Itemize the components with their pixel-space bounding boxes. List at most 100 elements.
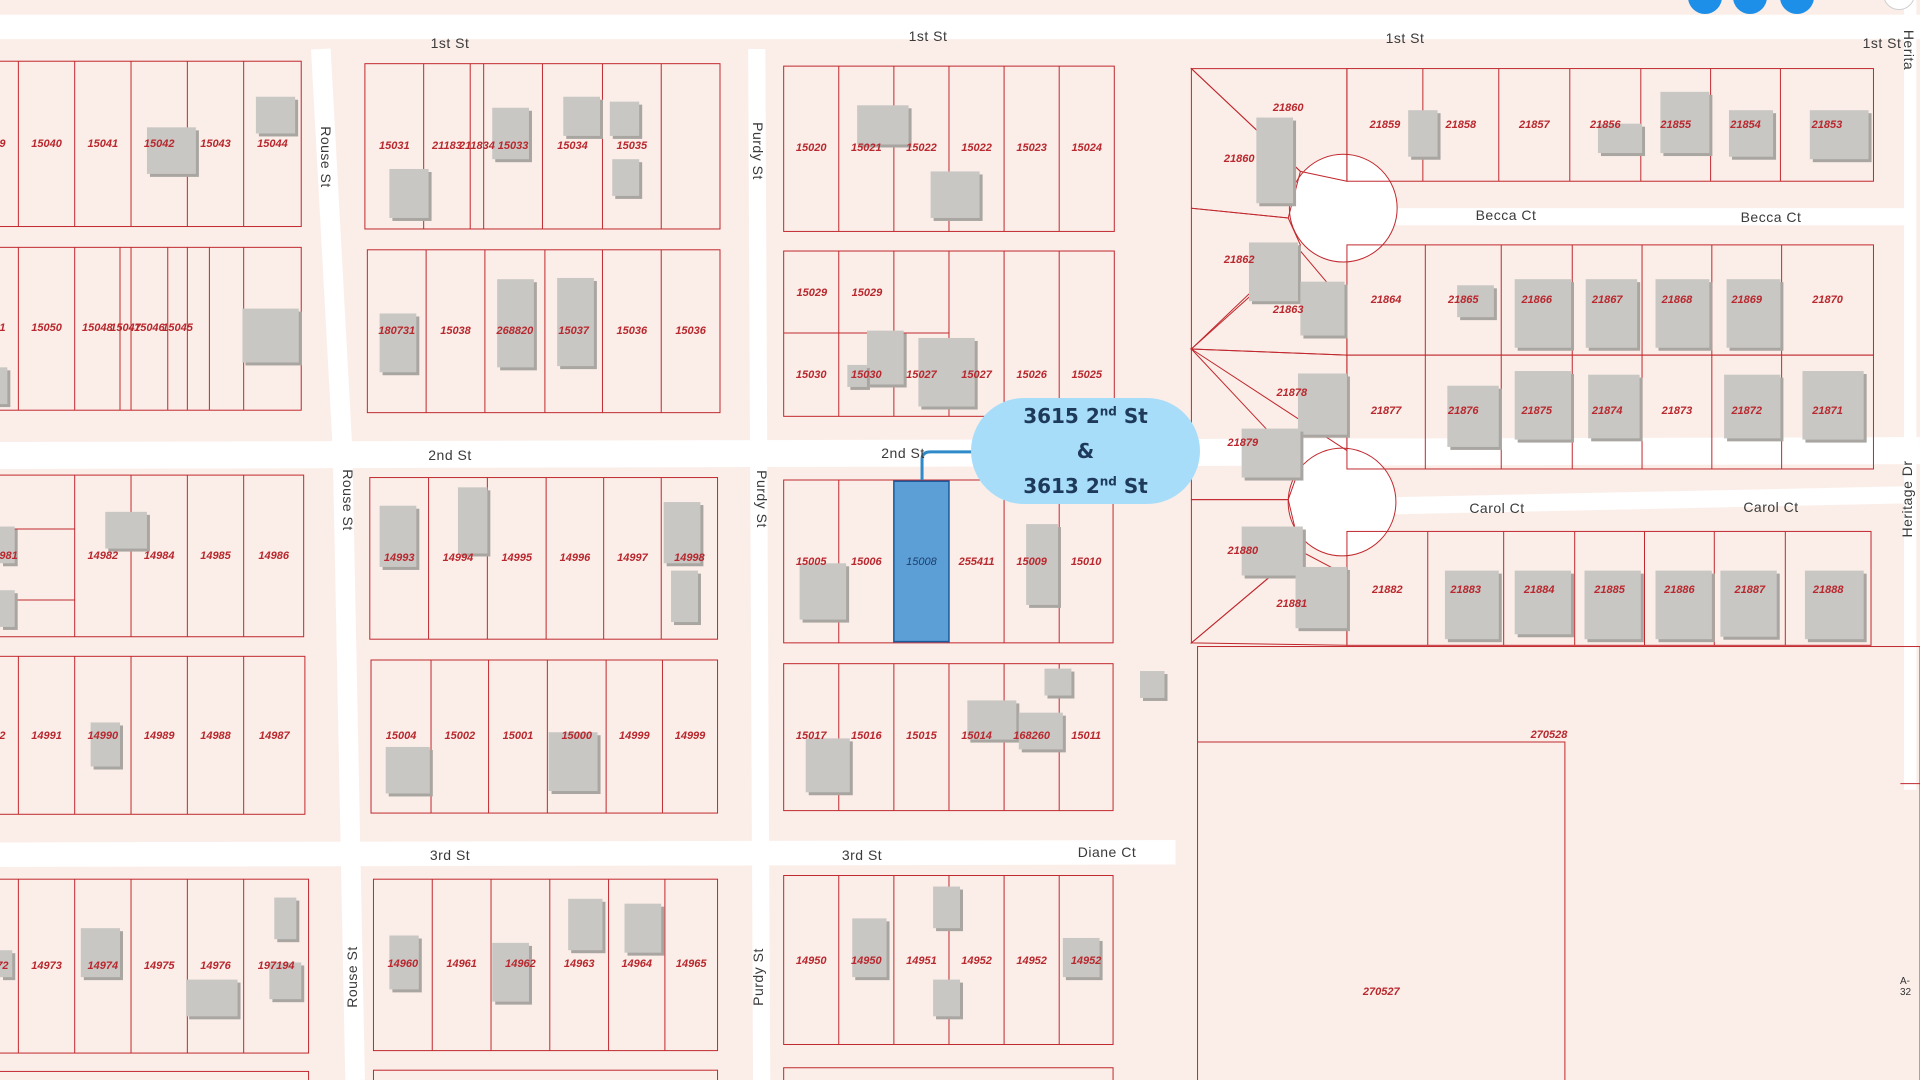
building-footprint bbox=[255, 96, 296, 134]
parcel-label: 15034 bbox=[557, 139, 588, 152]
parcel-label: 15031 bbox=[378, 139, 410, 152]
parcel-label: 15044 bbox=[257, 138, 288, 151]
building-footprint bbox=[379, 505, 417, 567]
building-footprint bbox=[866, 330, 904, 385]
address-callout[interactable]: 3615 2nd St & 3613 2nd St bbox=[971, 398, 1200, 504]
building-footprint bbox=[1256, 117, 1294, 204]
parcel-label: 15022 bbox=[961, 142, 992, 155]
building-footprint bbox=[1655, 570, 1712, 640]
building-footprint bbox=[1457, 285, 1494, 318]
parcel-label: 21873 bbox=[1661, 405, 1693, 418]
parcel-label: 21862 bbox=[1223, 253, 1255, 266]
street-label-rouse-st: Rouse St bbox=[344, 946, 360, 1008]
becca-ct-cul-de-sac bbox=[1288, 153, 1398, 263]
parcel-label: 14974 bbox=[87, 960, 119, 973]
building-footprint bbox=[1295, 566, 1347, 629]
parcel-label: 14990 bbox=[87, 729, 119, 742]
building-footprint bbox=[799, 563, 847, 620]
parcel-label: 14975 bbox=[143, 960, 175, 973]
parcel-label: 14952 bbox=[961, 955, 992, 968]
building-footprint bbox=[933, 886, 960, 929]
parcel-label: 14964 bbox=[621, 957, 653, 970]
parcel-label: 14989 bbox=[143, 729, 175, 742]
parcel-label: 14984 bbox=[143, 549, 175, 562]
street-label-carol-ct: Carol Ct bbox=[1469, 500, 1525, 516]
parcel-label: 15002 bbox=[444, 729, 476, 742]
highlighted-parcel-label: 15008 bbox=[906, 556, 937, 569]
parcel-label: 21872 bbox=[1731, 405, 1763, 418]
building-footprint bbox=[1026, 524, 1058, 605]
building-footprint bbox=[967, 700, 1017, 740]
parcel-label: 14960 bbox=[387, 957, 419, 970]
building-footprint bbox=[274, 897, 297, 940]
building-footprint bbox=[1444, 570, 1499, 640]
parcel-label: 14985 bbox=[200, 549, 231, 562]
parcel-block bbox=[0, 655, 306, 815]
building-footprint bbox=[1724, 374, 1781, 439]
parcel-label: 15048 bbox=[82, 322, 113, 335]
map-control-button[interactable] bbox=[1733, 0, 1767, 14]
building-footprint bbox=[1804, 570, 1864, 640]
building-footprint bbox=[492, 942, 529, 1002]
building-footprint bbox=[1588, 374, 1640, 439]
parcel-label: 15026 bbox=[1016, 368, 1047, 381]
parcel-boundary bbox=[1190, 207, 1302, 351]
parcel-label: 14965 bbox=[675, 957, 707, 970]
road-carol-ct bbox=[1340, 486, 1911, 516]
parcel-block bbox=[0, 474, 305, 638]
parcel-label: 14982 bbox=[87, 549, 119, 562]
building-footprint bbox=[1660, 91, 1710, 154]
parcel-label: 21887 bbox=[1734, 584, 1766, 597]
building-footprint bbox=[497, 279, 534, 368]
building-footprint bbox=[242, 308, 299, 363]
parcel-label: 14986 bbox=[258, 549, 289, 562]
parcel-block bbox=[369, 477, 719, 640]
parcel-label: 21857 bbox=[1518, 118, 1550, 131]
parcel-label: 15005 bbox=[795, 556, 827, 569]
building-footprint bbox=[1720, 570, 1777, 637]
parcel-label: 14994 bbox=[442, 552, 474, 565]
parcel-label: 15050 bbox=[31, 322, 62, 335]
parcel-label: 14981 bbox=[0, 549, 18, 562]
building-footprint bbox=[0, 590, 15, 627]
building-footprint bbox=[1809, 110, 1869, 160]
parcel-label: 14976 bbox=[200, 960, 231, 973]
building-footprint bbox=[457, 487, 488, 554]
parcel-label: 15001 bbox=[502, 729, 534, 742]
parcel-label: 14950 bbox=[851, 955, 882, 968]
building-footprint bbox=[0, 950, 13, 978]
parcel-label: 21853 bbox=[1811, 118, 1843, 131]
building-footprint bbox=[609, 101, 640, 136]
street-label-rouse-st: Rouse St bbox=[318, 126, 334, 188]
map-control-button[interactable] bbox=[1780, 0, 1814, 14]
building-footprint bbox=[269, 962, 302, 1000]
parcel-label: 21865 bbox=[1447, 294, 1479, 306]
building-footprint bbox=[805, 738, 850, 793]
building-footprint bbox=[568, 898, 603, 951]
building-footprint bbox=[1300, 281, 1345, 336]
parcel-label: 15038 bbox=[440, 324, 471, 337]
callout-ampersand: & bbox=[1076, 438, 1095, 463]
carol-ct-cul-de-sac bbox=[1287, 447, 1397, 557]
parcel-label: 15020 bbox=[795, 142, 827, 155]
street-label-1st-st: 1st St bbox=[1862, 35, 1902, 51]
parcel-label: 21882 bbox=[1372, 584, 1403, 597]
building-footprint bbox=[0, 526, 15, 564]
parcel-label: 14952 bbox=[1016, 955, 1047, 968]
road-rouse-st-north bbox=[311, 48, 353, 457]
parcel-label: 14963 bbox=[563, 957, 595, 970]
map-control-button[interactable] bbox=[1688, 0, 1722, 14]
parcel-label: 21877 bbox=[1370, 405, 1402, 418]
parcel-label: 14998 bbox=[674, 552, 705, 565]
building-footprint bbox=[548, 732, 598, 792]
parcel-label: 21888 bbox=[1812, 584, 1844, 597]
parcel-label: 15046 bbox=[134, 322, 165, 335]
parcel-label: 21866 bbox=[1521, 294, 1553, 306]
parcel-label: 15000 bbox=[561, 729, 593, 742]
parcel-label: 21871 bbox=[1812, 405, 1843, 418]
parcel-block bbox=[0, 60, 302, 228]
parcel-label: 14988 bbox=[200, 729, 231, 742]
street-label-purdy-st: Purdy St bbox=[754, 470, 770, 528]
building-footprint bbox=[90, 722, 120, 767]
